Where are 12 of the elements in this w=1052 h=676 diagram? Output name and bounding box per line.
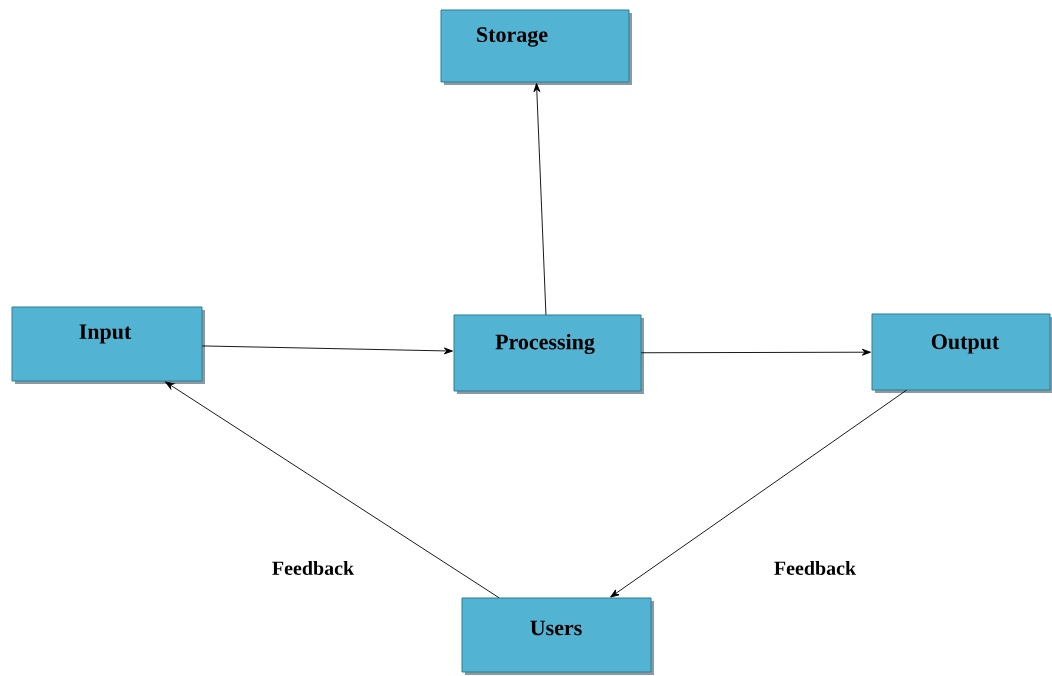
process-box: Processing <box>453 314 644 394</box>
arrow <box>165 381 500 599</box>
edge-label: Feedback <box>772 559 858 576</box>
arrow <box>640 348 871 356</box>
arrow <box>533 83 547 316</box>
process-box: Output <box>871 313 1052 393</box>
process-box: Storage <box>440 9 632 85</box>
arrow <box>610 389 907 598</box>
process-box: Users <box>461 597 654 675</box>
arrow <box>201 345 453 355</box>
process-box: Input <box>11 306 205 384</box>
edge-label: Feedback <box>270 559 356 576</box>
